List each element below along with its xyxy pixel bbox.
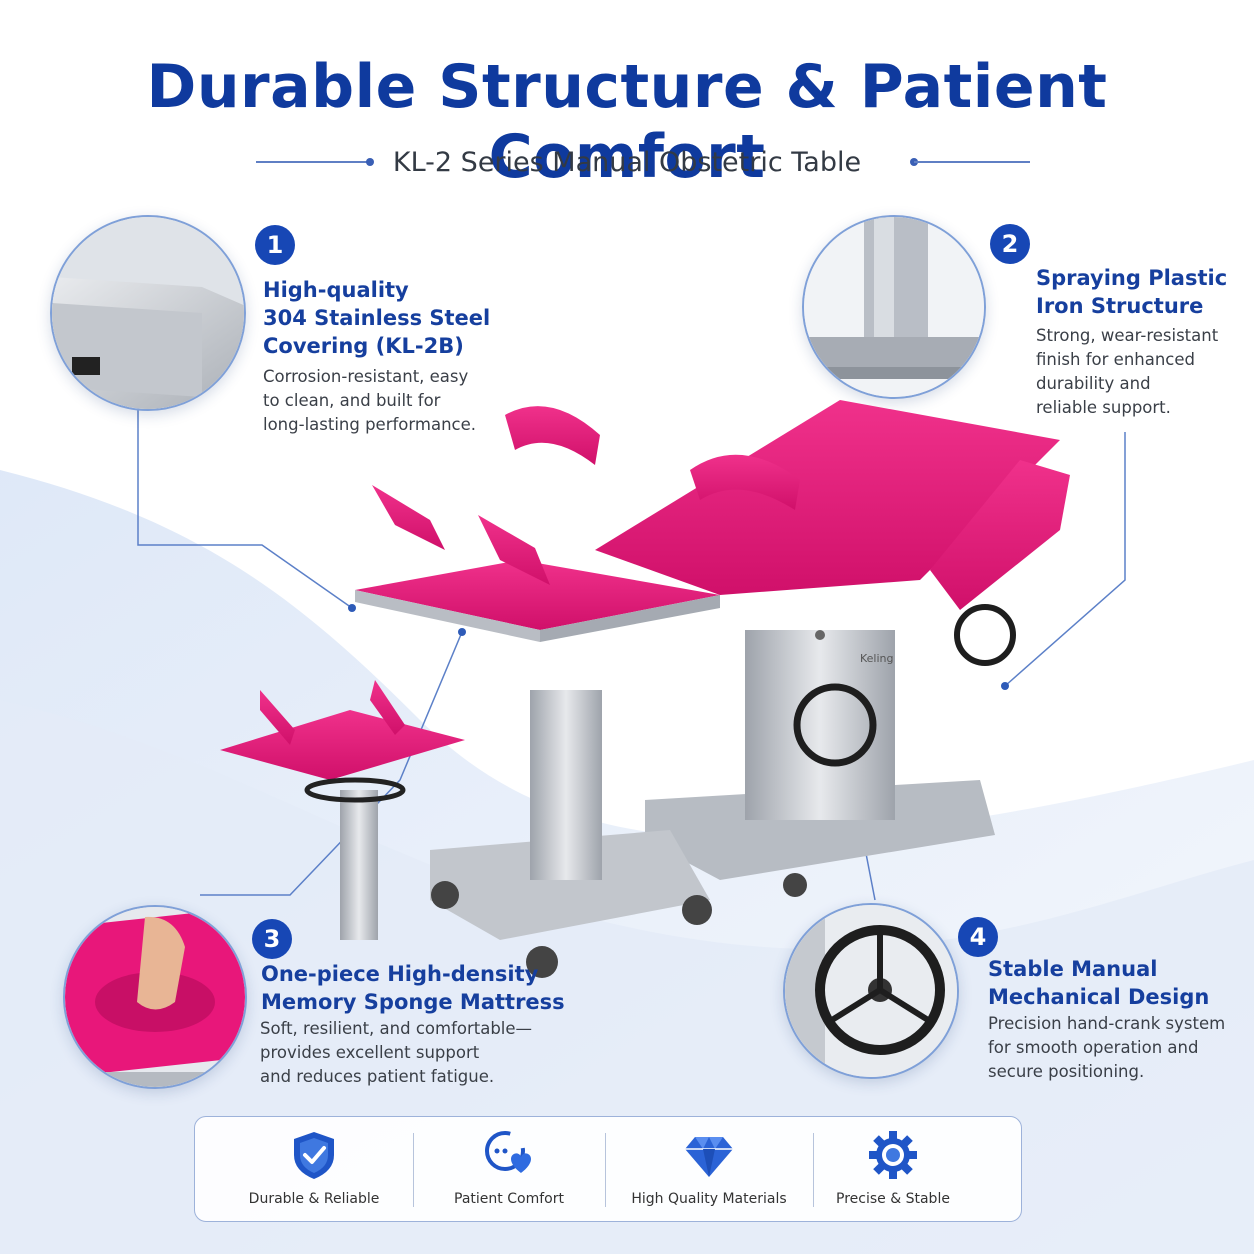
feature-1-title-line: Covering (KL-2B) xyxy=(263,334,464,358)
feature-1-image xyxy=(50,215,246,411)
shield-check-icon xyxy=(294,1132,334,1179)
feature-2-title-line: Spraying Plastic xyxy=(1036,266,1228,290)
bar-item-durable: Durable & Reliable xyxy=(215,1117,413,1221)
feature-4-image xyxy=(783,903,959,1079)
feature-2-desc-line: durability and xyxy=(1036,374,1151,393)
feature-2-desc-line: Strong, wear-resistant xyxy=(1036,326,1219,345)
feature-4-title: Stable Manual Mechanical Design xyxy=(988,955,1209,1011)
feature-2-title-line: Iron Structure xyxy=(1036,294,1204,318)
feature-1-title-line: High-quality xyxy=(263,278,409,302)
feature-1-desc-line: long-lasting performance. xyxy=(263,415,477,434)
subtitle-row: KL-2 Series Manual Obstetric Table xyxy=(0,144,1254,184)
bar-divider xyxy=(813,1133,814,1207)
feature-2-desc-line: reliable support. xyxy=(1036,398,1171,417)
feature-4-desc-line: Precision hand-crank system xyxy=(988,1014,1226,1033)
feature-3-desc-line: and reduces patient fatigue. xyxy=(260,1067,495,1086)
feature-1-desc-line: to clean, and built for xyxy=(263,391,441,410)
feature-3-desc-line: Soft, resilient, and comfortable— xyxy=(260,1019,533,1038)
feature-3-title-line: One-piece High-density xyxy=(261,962,539,986)
feature-3-title-line: Memory Sponge Mattress xyxy=(261,990,565,1014)
page-title: Durable Structure & Patient Comfort xyxy=(146,52,1108,192)
feature-4-desc-line: for smooth operation and xyxy=(988,1038,1199,1057)
subtitle-left-dot xyxy=(366,158,374,166)
feature-1-title-line: 304 Stainless Steel xyxy=(263,306,491,330)
bar-divider xyxy=(413,1133,414,1207)
feature-2-badge: 2 xyxy=(990,224,1030,264)
feature-1-title: High-quality 304 Stainless Steel Coverin… xyxy=(263,276,490,360)
features-bar: Durable & Reliable Patient Comfort High … xyxy=(194,1116,1022,1222)
gear-icon xyxy=(869,1131,917,1179)
hand-crank-wheel-image xyxy=(785,905,957,1077)
feature-4-desc-line: secure positioning. xyxy=(988,1062,1145,1081)
feature-1-desc-line: Corrosion-resistant, easy xyxy=(263,367,469,386)
feature-4-title-line: Mechanical Design xyxy=(988,985,1210,1009)
feature-3-badge: 3 xyxy=(252,919,292,959)
feature-2-description: Strong, wear-resistant finish for enhanc… xyxy=(1036,324,1218,420)
bar-item-comfort: Patient Comfort xyxy=(413,1117,605,1221)
feature-1-description: Corrosion-resistant, easy to clean, and … xyxy=(263,365,476,437)
bar-label: High Quality Materials xyxy=(631,1191,787,1207)
feature-2-title: Spraying Plastic Iron Structure xyxy=(1036,264,1227,320)
feature-2-image xyxy=(802,215,986,399)
obstetric-table-image: Keling xyxy=(220,400,1070,978)
subtitle-left-line xyxy=(256,161,372,163)
column-base-image xyxy=(804,217,984,397)
feature-4-title-line: Stable Manual xyxy=(988,957,1158,981)
feature-3-description: Soft, resilient, and comfortable— provid… xyxy=(260,1017,532,1089)
feature-4-description: Precision hand-crank system for smooth o… xyxy=(988,1012,1225,1084)
heart-chat-icon xyxy=(485,1131,531,1173)
bar-label: Patient Comfort xyxy=(454,1191,564,1207)
feature-4-badge: 4 xyxy=(958,917,998,957)
bar-item-precise: Precise & Stable xyxy=(813,1117,973,1221)
subtitle-right-line xyxy=(914,161,1030,163)
diamond-icon xyxy=(685,1137,733,1177)
stainless-steel-corner-image xyxy=(52,217,244,409)
feature-2-desc-line: finish for enhanced xyxy=(1036,350,1195,369)
bar-item-materials: High Quality Materials xyxy=(605,1117,813,1221)
feature-3-image xyxy=(63,905,247,1089)
bar-label: Durable & Reliable xyxy=(248,1191,380,1207)
page-subtitle: KL-2 Series Manual Obstetric Table xyxy=(392,147,862,178)
brand-mark: Keling xyxy=(860,652,894,665)
feature-3-title: One-piece High-density Memory Sponge Mat… xyxy=(261,960,565,1016)
bar-label: Precise & Stable xyxy=(836,1191,950,1207)
feature-3-desc-line: provides excellent support xyxy=(260,1043,480,1062)
bar-divider xyxy=(605,1133,606,1207)
pink-mattress-hand-press-image xyxy=(65,907,245,1087)
feature-1-badge: 1 xyxy=(255,225,295,265)
